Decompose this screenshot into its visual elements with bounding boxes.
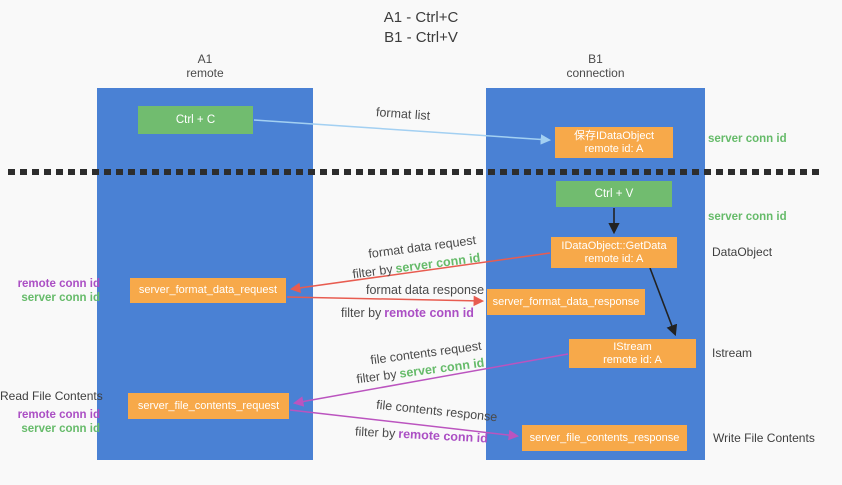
- filter-by-text: filter by: [354, 424, 396, 441]
- node-server-file-contents-response: server_file_contents_response: [522, 425, 687, 451]
- read-file-contents-label: Read File Contents: [0, 389, 103, 403]
- title-line-1: A1 - Ctrl+C: [383, 9, 459, 26]
- node-istream-line1: IStream: [613, 340, 652, 353]
- remote-conn-id-label-top-left: remote conn id: [17, 278, 100, 290]
- node-idataobject-getdata-line1: IDataObject::GetData: [561, 239, 667, 252]
- node-idataobject-getdata: IDataObject::GetData remote id: A: [551, 237, 677, 268]
- format-data-response-arrow: [286, 295, 485, 307]
- node-save-idataobject: 保存IDataObject remote id: A: [555, 127, 673, 158]
- format-data-response-label: format data response: [366, 283, 485, 297]
- node-server-file-contents-request: server_file_contents_request: [128, 393, 289, 419]
- lifeline-a1-name: A1: [197, 52, 213, 66]
- node-ctrl-c: Ctrl + C: [138, 106, 253, 134]
- filter-by-text: filter by: [341, 306, 382, 320]
- remote-conn-id-key: remote conn id: [384, 306, 474, 320]
- node-ctrl-c-label: Ctrl + C: [175, 114, 216, 126]
- lifeline-b1-role: connection: [566, 66, 625, 80]
- dataobject-label: DataObject: [712, 245, 773, 259]
- diagram-title: A1 - Ctrl+C B1 - Ctrl+V: [0, 8, 842, 48]
- node-server-file-contents-response-label: server_file_contents_response: [529, 431, 680, 444]
- node-istream: IStream remote id: A: [569, 339, 696, 368]
- node-server-file-contents-request-label: server_file_contents_request: [137, 399, 280, 412]
- server-conn-id-label-bottom-left: server conn id: [21, 423, 100, 435]
- lifeline-a1-role: remote: [186, 66, 224, 80]
- node-istream-line2: remote id: A: [603, 353, 662, 366]
- istream-label: Istream: [712, 346, 753, 360]
- node-ctrl-v: Ctrl + V: [556, 181, 672, 207]
- write-file-contents-label: Write File Contents: [713, 431, 815, 445]
- server-conn-id-label-top-right: server conn id: [708, 133, 787, 145]
- server-conn-id-label-top-left: server conn id: [21, 292, 100, 304]
- format-data-request-arrow: [289, 252, 551, 294]
- node-server-format-data-request-label: server_format_data_request: [138, 284, 278, 296]
- file-contents-response-arrow: [289, 409, 520, 441]
- node-server-format-data-request: server_format_data_request: [130, 278, 286, 303]
- lifeline-b1-name: B1: [588, 52, 603, 66]
- node-save-idataobject-line1: 保存IDataObject: [573, 129, 655, 142]
- lifeline-b1-header: B1 connection: [486, 52, 705, 80]
- server-conn-id-label-mid-right: server conn id: [708, 211, 787, 223]
- node-server-format-data-response: server_format_data_response: [487, 289, 645, 315]
- format-list-arrow: [253, 119, 552, 145]
- file-contents-request-arrow: [292, 353, 569, 407]
- node-ctrl-v-label: Ctrl + V: [594, 188, 634, 200]
- remote-conn-id-label-bottom-left: remote conn id: [17, 409, 100, 421]
- node-idataobject-getdata-line2: remote id: A: [584, 252, 644, 265]
- lifeline-a1-header: A1 remote: [97, 52, 313, 80]
- node-save-idataobject-line2: remote id: A: [584, 142, 644, 155]
- title-line-2: B1 - Ctrl+V: [384, 29, 458, 46]
- node-server-format-data-response-label: server_format_data_response: [492, 295, 640, 308]
- dashed-separator-line: [8, 169, 823, 175]
- getdata-to-istream-arrow: [649, 267, 678, 337]
